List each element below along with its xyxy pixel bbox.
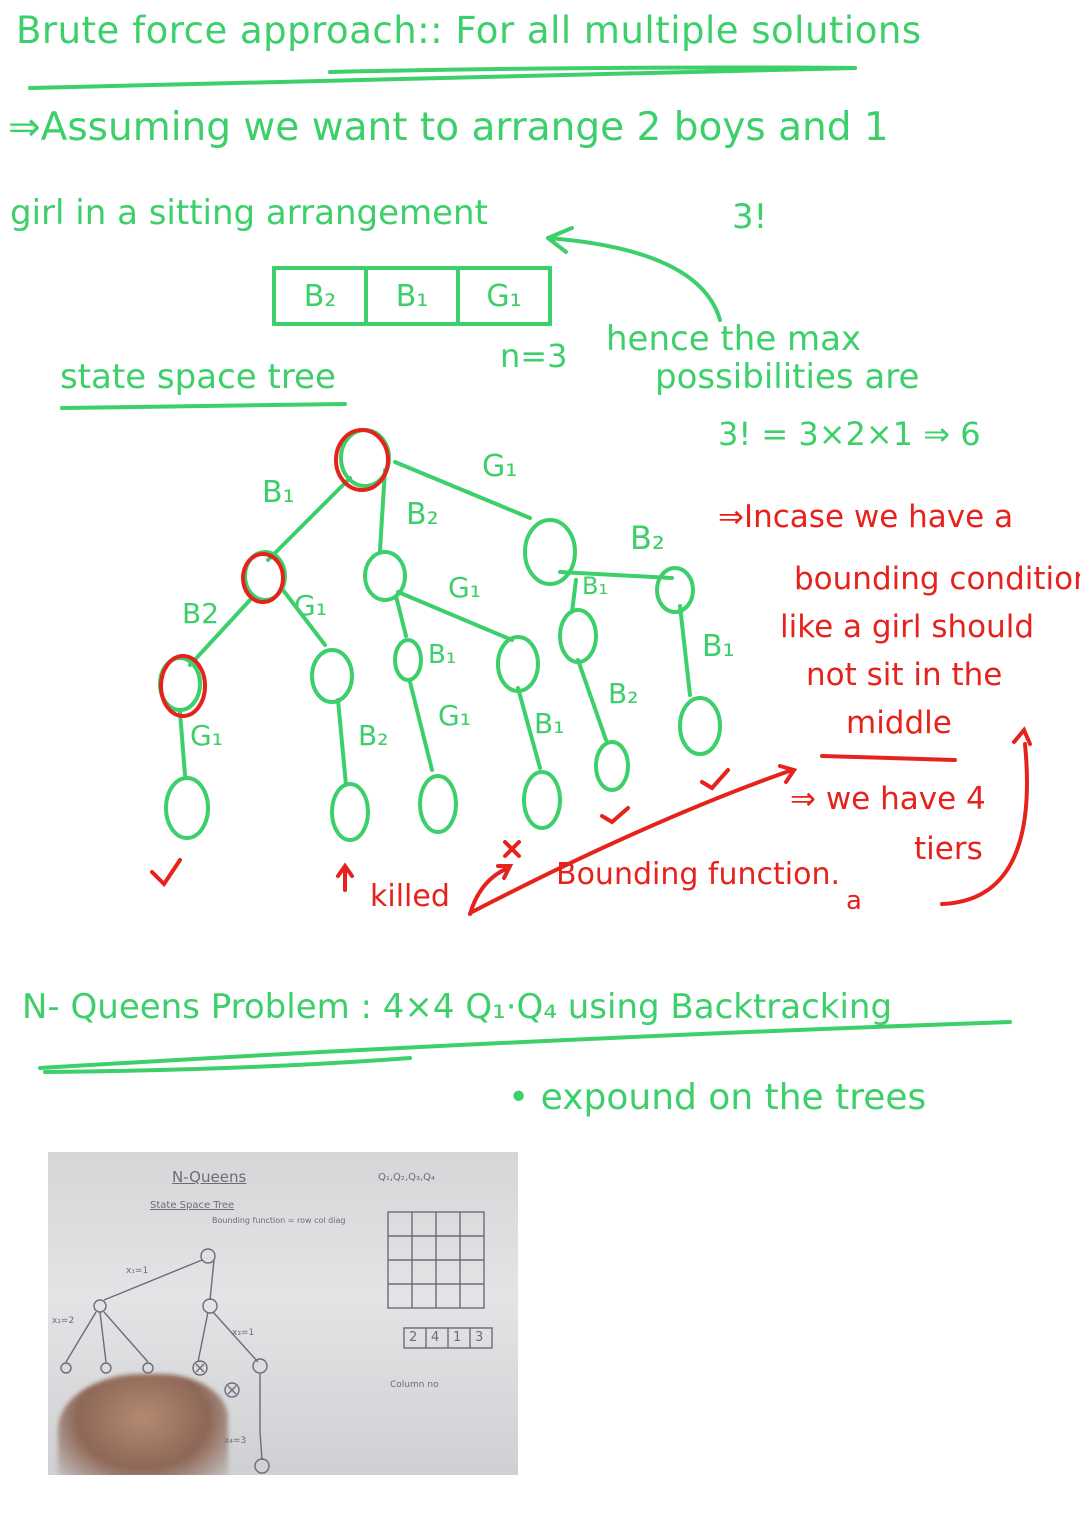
photo-queens: Q₁,Q₂,Q₃,Q₄: [378, 1172, 436, 1183]
seat-boxes: B₂ B₁ G₁: [272, 266, 552, 326]
x-mark: [503, 840, 521, 858]
tree-label-l1c-b2: B₂: [630, 519, 665, 557]
arrow-head: [546, 226, 574, 254]
assumption-line-1: ⇒Assuming we want to arrange 2 boys and …: [8, 105, 889, 150]
n-value: n=3: [500, 337, 568, 375]
heading: Brute force approach:: For all multiple …: [16, 9, 922, 52]
node-g1-b1: [558, 608, 598, 664]
node-leaf-2: [330, 782, 370, 842]
photo-title: N-Queens: [172, 1168, 247, 1186]
tree-label-l1c-b1: B₁: [582, 572, 609, 600]
photo-x2: x₂=2: [52, 1316, 75, 1326]
check-1: [150, 858, 182, 888]
killed-label: killed: [370, 879, 450, 914]
node-g1: [523, 518, 577, 586]
red-circle-b1: [241, 552, 285, 604]
tiers-arrow: [940, 726, 1032, 906]
node-b2-g1: [496, 635, 540, 693]
seat-box-2: B₁: [368, 270, 460, 322]
node-leaf-1: [164, 776, 210, 840]
node-g1-b2: [655, 566, 695, 614]
photo-x3: x₃=1: [232, 1328, 255, 1338]
expound-note: • expound on the trees: [508, 1077, 927, 1118]
tree-label-l2-b1: B₁: [428, 640, 457, 670]
bounding-note-5: middle: [846, 705, 952, 741]
photo-x4: x₄=3: [224, 1436, 247, 1446]
killed-up-arrow: [336, 862, 354, 892]
bounding-note-1: ⇒Incase we have a: [718, 499, 1014, 535]
state-space-tree-label: state space tree: [60, 357, 336, 397]
tree-label-l2-g1: G₁: [190, 719, 223, 752]
photo-solution-4: 3: [475, 1330, 484, 1345]
state-space-underline: [60, 402, 347, 410]
heading-underline-2: [328, 65, 857, 74]
tree-label-l2-b2b: B₂: [608, 677, 639, 710]
nqueens-underline: [38, 1020, 1012, 1070]
tiers-note-1: ⇒ we have 4: [790, 781, 986, 817]
node-b1-g1: [310, 648, 354, 704]
heading-underline: [28, 66, 857, 90]
check-3: [700, 768, 730, 791]
photo-solution-1: 2: [409, 1330, 418, 1345]
tree-label-l2-b2: B₂: [358, 719, 389, 752]
arrow-to-factorial: [546, 236, 722, 322]
seat-box-3: G₁: [486, 278, 522, 314]
red-circle-root: [334, 428, 390, 492]
node-leaf-3: [418, 774, 458, 834]
photo-hand: [58, 1374, 228, 1475]
node-leaf-5: [594, 740, 630, 792]
node-b2-b1: [393, 638, 423, 682]
node-leaf-4: [522, 770, 562, 830]
tree-label-l2-b1c: B₁: [702, 629, 735, 664]
nqueens-underline-2: [43, 1056, 412, 1074]
whiteboard-photo: N-Queens Q₁,Q₂,Q₃,Q₄ State Space Tree Bo…: [48, 1152, 518, 1475]
photo-sketch: [60, 1211, 493, 1474]
factorial-label: 3!: [732, 197, 768, 237]
node-leaf-6: [678, 696, 722, 756]
bounding-arrow: [470, 764, 798, 914]
bounding-function-label: Bounding function.: [556, 857, 841, 892]
killed-arrow: [468, 864, 514, 916]
photo-solution-3: 1: [453, 1330, 462, 1345]
factorial-formula: 3! = 3×2×1 ⇒ 6: [718, 415, 981, 453]
photo-bounding: Bounding function = row col diag: [212, 1216, 346, 1225]
photo-columns-label: Column no: [390, 1380, 439, 1390]
bounding-note-2: bounding condition.: [794, 561, 1080, 597]
check-2: [600, 806, 630, 825]
hence-line-1: hence the max: [606, 319, 862, 359]
nqueens-title: N- Queens Problem : 4×4 Q₁·Q₄ using Back…: [22, 987, 893, 1027]
seat-box-1: B₂: [276, 270, 368, 322]
bounding-note-3: like a girl should: [780, 609, 1035, 645]
tree-label-l2-g1b: G₁: [438, 699, 471, 732]
node-b2: [363, 550, 407, 602]
middle-underline: [820, 754, 957, 762]
tree-edges: [178, 460, 692, 787]
photo-solution-2: 4: [431, 1330, 440, 1345]
photo-sst: State Space Tree: [150, 1200, 235, 1211]
tree-label-root-b1: B₁: [262, 475, 295, 510]
hence-line-2: possibilities are: [655, 357, 920, 397]
tree-label-l1-g1: G₁: [294, 589, 327, 622]
tree-label-l2-b1b: B₁: [534, 707, 565, 740]
small-a: a: [846, 886, 862, 916]
red-circle-b1-b2: [159, 654, 207, 718]
tree-label-root-b2: B₂: [406, 497, 439, 532]
tree-label-l1-b2: B2: [182, 597, 220, 630]
tree-label-l1b-g1: G₁: [448, 571, 481, 604]
photo-x1: x₁=1: [126, 1266, 149, 1276]
bounding-note-4: not sit in the: [806, 657, 1003, 693]
tree-label-root-g1: G₁: [482, 449, 518, 484]
tiers-note-2: tiers: [914, 831, 983, 867]
tree-nodes: [158, 428, 722, 842]
assumption-line-2: girl in a sitting arrangement: [10, 193, 488, 233]
